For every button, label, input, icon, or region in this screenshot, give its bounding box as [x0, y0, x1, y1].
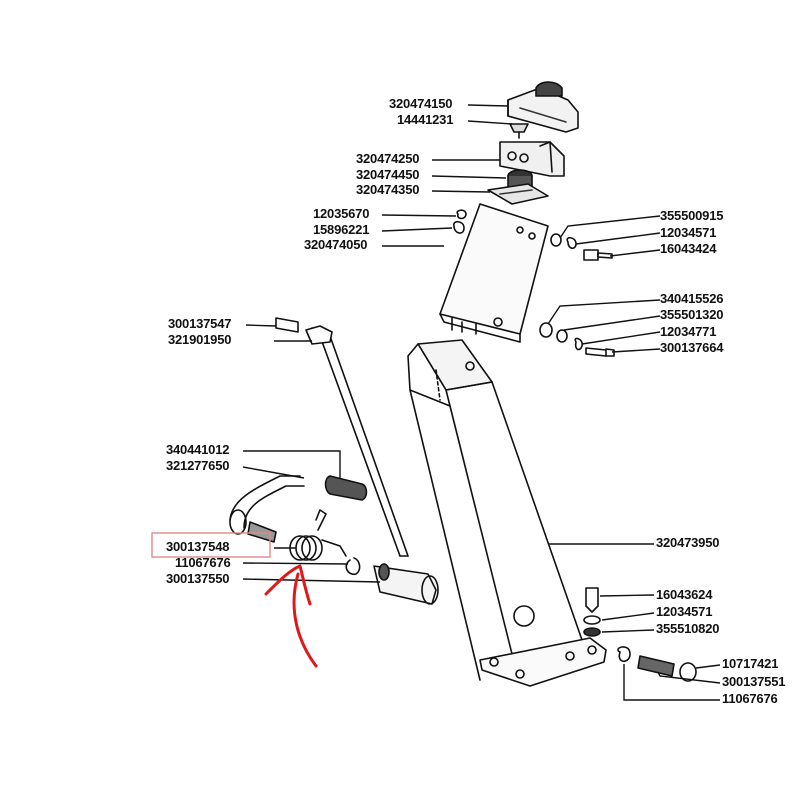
callout-part-number: 321277650 — [166, 458, 230, 473]
leader-lines — [242, 104, 721, 701]
callout-part-number: 11067676 — [722, 691, 778, 706]
callout-part-number: 320473950 — [656, 535, 720, 550]
callout-part-number: 16043624 — [656, 587, 713, 602]
callout-part-number: 355510820 — [656, 621, 720, 636]
pivot-pin — [373, 563, 439, 605]
callout-part-number: 300137664 — [660, 340, 724, 355]
mount-plate-part — [487, 183, 549, 205]
callout-part-number: 10717421 — [722, 656, 779, 671]
upper-support-plate — [439, 203, 549, 343]
callout-part-number: 12034571 — [660, 225, 717, 240]
hardware-right-lower — [583, 587, 697, 682]
callout-part-number: 340441012 — [166, 442, 230, 457]
clamp-block-part — [499, 141, 565, 177]
torsion-spring — [289, 509, 347, 561]
callout-part-number: 320474450 — [356, 167, 420, 182]
callout-part-number: 12035670 — [313, 206, 370, 221]
main-post-column — [407, 339, 583, 681]
callout-part-number-highlighted: 300137548 — [166, 539, 230, 554]
bent-lever — [229, 475, 368, 543]
callout-part-number: 321901950 — [168, 332, 232, 347]
small-pin-part — [509, 123, 529, 139]
callout-part-number: 320474250 — [356, 151, 420, 166]
control-rod — [275, 317, 409, 557]
callout-part-number: 300137547 — [168, 316, 232, 331]
callout-part-number: 355500915 — [660, 208, 724, 223]
highlight-box — [151, 532, 271, 558]
callout-part-number: 300137551 — [722, 674, 786, 689]
circlip — [345, 557, 361, 576]
red-arrow — [264, 564, 318, 668]
callout-part-number: 11067676 — [175, 555, 231, 570]
callout-part-number: 16043424 — [660, 241, 717, 256]
top-bracket-part — [507, 81, 579, 133]
callout-part-number: 12034771 — [660, 324, 717, 339]
callout-part-number: 15896221 — [313, 222, 370, 237]
callout-part-number: 14441231 — [397, 112, 454, 127]
hardware-right-upper — [539, 233, 615, 357]
callout-part-number: 300137550 — [166, 571, 230, 586]
callout-part-number: 12034571 — [656, 604, 713, 619]
base-plate — [479, 637, 607, 687]
callout-part-number: 320474350 — [356, 182, 420, 197]
washers-left-part — [453, 209, 467, 234]
callout-part-number: 320474150 — [389, 96, 453, 111]
callout-part-number: 355501320 — [660, 307, 724, 322]
callout-part-number: 340415526 — [660, 291, 724, 306]
callout-part-number: 320474050 — [304, 237, 368, 252]
